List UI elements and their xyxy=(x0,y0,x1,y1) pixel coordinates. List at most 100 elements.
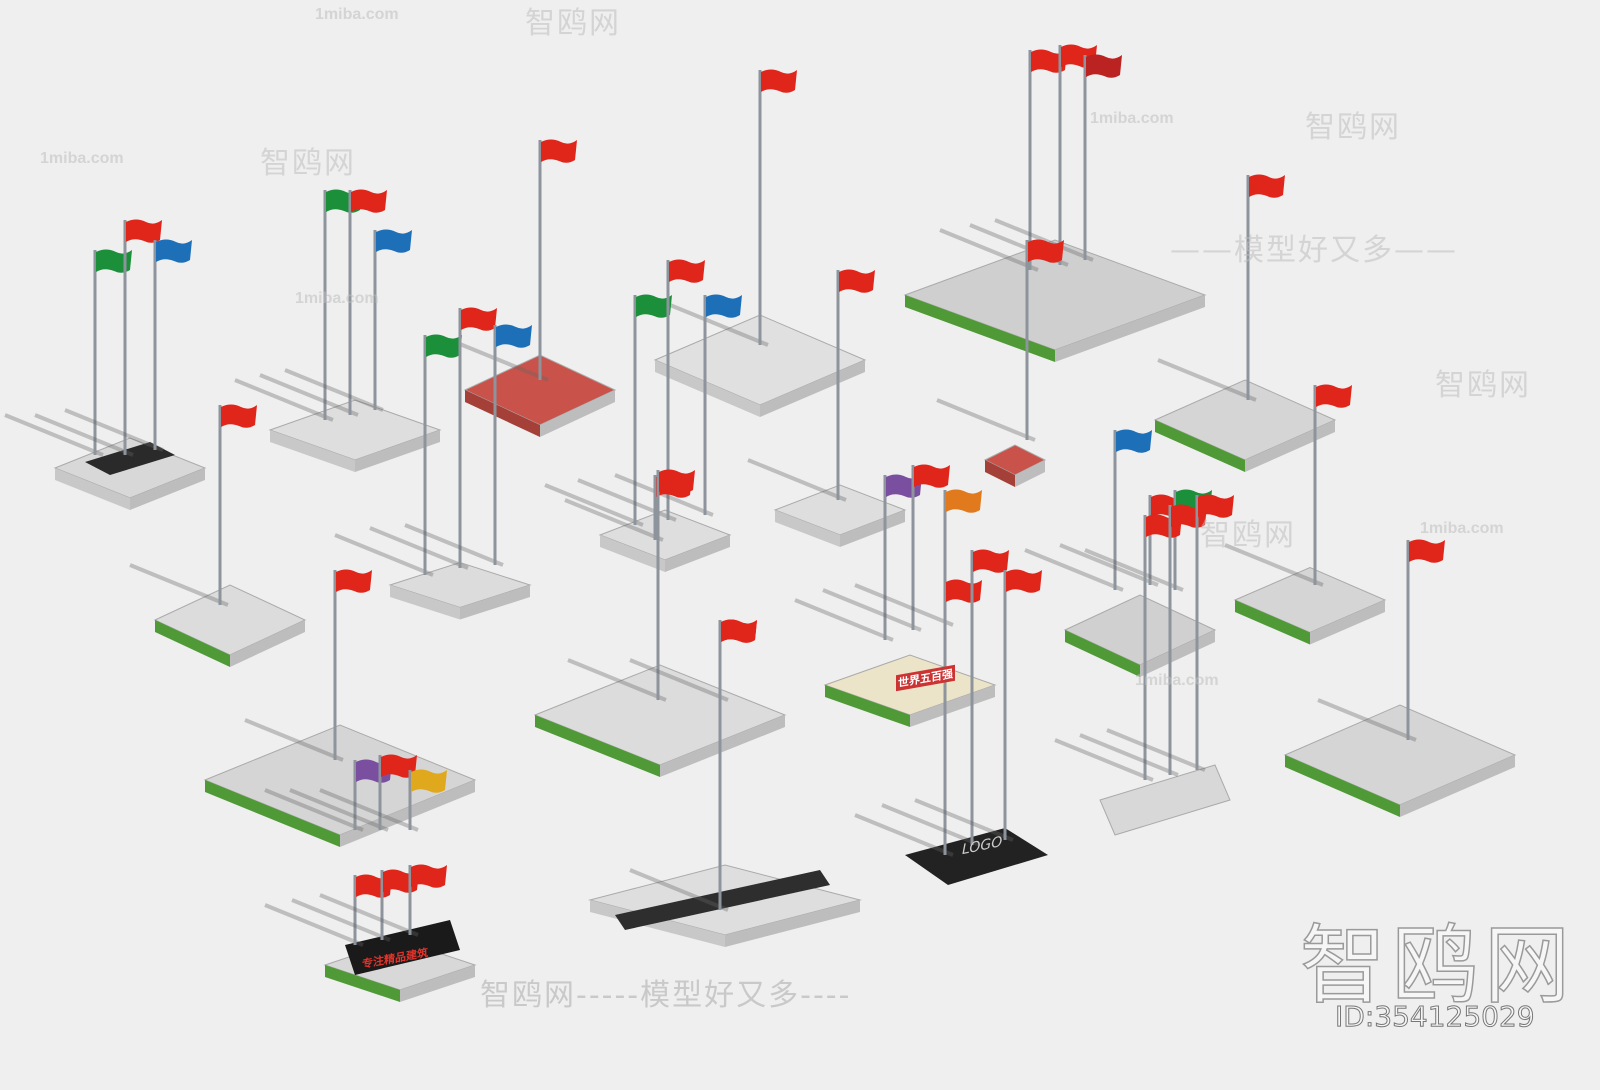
pole-shadow xyxy=(747,458,847,502)
platform-side xyxy=(725,900,860,947)
pole-shadow xyxy=(404,523,504,567)
pole-shadow xyxy=(854,813,954,857)
flag xyxy=(351,189,387,213)
platform-side xyxy=(655,360,760,417)
pole-shadow xyxy=(567,658,667,702)
platform-grass xyxy=(1233,566,1387,634)
flag xyxy=(659,469,695,493)
stone-base xyxy=(1099,764,1231,836)
flag xyxy=(706,294,742,318)
watermark-big-brand: 智鸥网 xyxy=(1299,915,1576,1017)
pole-shadow xyxy=(1024,548,1124,592)
flag xyxy=(96,249,132,273)
flag xyxy=(1006,569,1042,593)
pole-shadow xyxy=(289,788,389,832)
platform-side xyxy=(665,535,730,572)
platform-side xyxy=(535,715,660,777)
pole-shadow xyxy=(319,788,419,832)
pole-shadow xyxy=(264,903,364,947)
platform-side xyxy=(270,430,355,472)
pole-shadow xyxy=(1106,728,1206,772)
platform-side xyxy=(910,685,995,727)
platform-side xyxy=(985,460,1015,487)
watermark-site: 1miba.com xyxy=(315,6,399,23)
platform-grass xyxy=(1153,379,1337,461)
watermark-site: 1miba.com xyxy=(1420,520,1504,537)
flag xyxy=(376,229,412,253)
pole-shadow xyxy=(1059,543,1159,587)
platform-grass xyxy=(153,584,307,656)
flag xyxy=(461,307,497,331)
pole-shadow xyxy=(1224,543,1324,587)
flag xyxy=(721,619,757,643)
pole-shadow xyxy=(564,498,664,542)
platform-side xyxy=(325,965,400,1002)
pole-shadow xyxy=(369,526,469,570)
platform-grass xyxy=(533,664,787,766)
platform-side xyxy=(1065,630,1140,677)
pole-shadow xyxy=(319,893,419,937)
pole-shadow xyxy=(914,798,1014,842)
pole-shadow xyxy=(1157,358,1257,402)
platform-side xyxy=(1285,755,1400,817)
platform-side xyxy=(390,585,460,620)
pole-shadow xyxy=(669,303,769,347)
pole-shadow xyxy=(449,338,549,382)
platform-side xyxy=(1400,755,1515,817)
platform-side xyxy=(660,715,785,777)
flag xyxy=(336,569,372,593)
pole-shadow xyxy=(1079,733,1179,777)
platform-side xyxy=(905,295,1055,362)
platform-side xyxy=(540,390,615,437)
watermark-site: 1miba.com xyxy=(295,290,379,307)
flag xyxy=(946,579,982,603)
flag xyxy=(541,139,577,163)
image-id: ID:354125029 xyxy=(1335,1000,1536,1034)
platform-side xyxy=(230,620,305,667)
platform-side xyxy=(1235,600,1310,645)
flag xyxy=(973,549,1009,573)
pole-shadow xyxy=(794,598,894,642)
pole-shadow xyxy=(259,373,359,417)
watermark-brand: 智鸥网 xyxy=(1200,518,1296,553)
led-sign-board xyxy=(345,920,460,975)
pole-shadow xyxy=(4,413,104,457)
pole-shadow xyxy=(1054,738,1154,782)
platform-side xyxy=(600,535,665,572)
platform-side xyxy=(400,965,475,1002)
watermark-site: 1miba.com xyxy=(1135,672,1219,689)
platform-side xyxy=(590,900,725,947)
watermark-slogan: ——模型好又多—— xyxy=(1170,233,1458,268)
platform-side xyxy=(1310,600,1385,645)
flag xyxy=(1116,429,1152,453)
pole-shadow xyxy=(577,478,677,522)
platform-side xyxy=(465,390,540,437)
flag xyxy=(1086,54,1122,78)
platform-side xyxy=(55,468,130,510)
flag xyxy=(411,769,447,793)
watermark-brand: 智鸥网 xyxy=(1435,368,1531,403)
pole-shadow xyxy=(1317,698,1417,742)
flag xyxy=(1031,49,1067,73)
watermark-brand: 智鸥网 xyxy=(525,6,621,41)
flag xyxy=(839,269,875,293)
platform-side xyxy=(355,430,440,472)
flag xyxy=(669,259,705,283)
flag xyxy=(1198,494,1234,518)
flag xyxy=(1409,539,1445,563)
flag xyxy=(411,864,447,888)
pole-shadow xyxy=(854,583,954,627)
flag xyxy=(1028,239,1064,263)
pole-shadow xyxy=(629,658,729,702)
platform-side xyxy=(340,780,475,847)
platform-grass xyxy=(1283,704,1517,806)
flag xyxy=(636,294,672,318)
pole-shadow xyxy=(64,408,164,452)
flag xyxy=(1316,384,1352,408)
platform-side xyxy=(1055,295,1205,362)
flag xyxy=(946,489,982,513)
flag xyxy=(761,69,797,93)
flag xyxy=(126,219,162,243)
platform-side xyxy=(460,585,530,620)
